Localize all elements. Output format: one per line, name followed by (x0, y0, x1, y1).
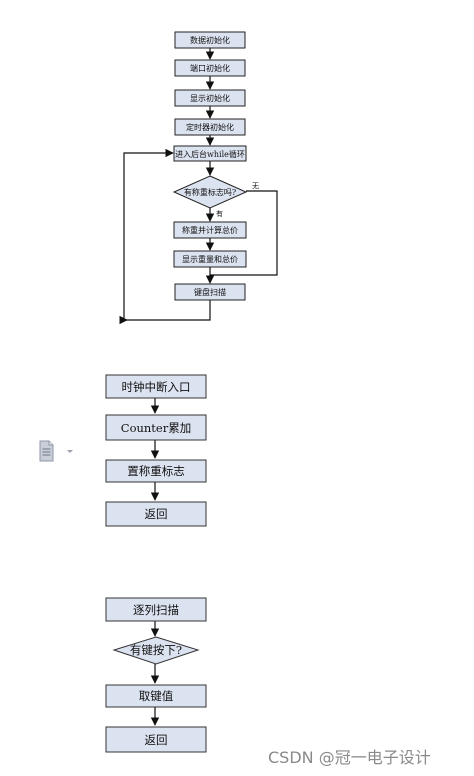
decision-weigh-flag: 有称重标志吗? (172, 175, 248, 209)
svg-text:返回: 返回 (145, 507, 168, 521)
svg-text:有称重标志吗?: 有称重标志吗? (184, 187, 236, 197)
node-timer-init: 定时器初始化 (174, 118, 246, 136)
node-counter-add: Counter累加 (105, 414, 207, 441)
node-while-loop: 进入后台while循环 (173, 145, 247, 162)
svg-text:称重并计算总价: 称重并计算总价 (182, 225, 238, 235)
node-port-init: 端口初始化 (174, 59, 246, 77)
svg-text:数据初始化: 数据初始化 (190, 35, 230, 45)
main-program-flowchart: 数据初始化 端口初始化 显示初始化 定时器初始化 进入后台while循环 有称重… (119, 31, 278, 325)
node-get-key: 取键值 (105, 684, 207, 708)
label-no: 无 (252, 182, 259, 190)
node-return-1: 返回 (105, 501, 207, 527)
node-interrupt-entry: 时钟中断入口 (105, 374, 207, 399)
svg-text:定时器初始化: 定时器初始化 (186, 122, 234, 132)
node-return-2: 返回 (105, 726, 207, 753)
timer-interrupt-flowchart: 时钟中断入口 Counter累加 置称重标志 返回 (105, 374, 207, 527)
decision-key-pressed: 有键按下? (112, 636, 200, 665)
node-display-init: 显示初始化 (174, 89, 246, 107)
svg-text:返回: 返回 (145, 733, 168, 747)
svg-text:时钟中断入口: 时钟中断入口 (122, 380, 191, 394)
key-scan-flowchart: 逐列扫描 有键按下? 取键值 返回 (105, 597, 207, 753)
node-show-weight: 显示重量和总价 (173, 250, 247, 268)
svg-text:显示重量和总价: 显示重量和总价 (182, 254, 238, 264)
svg-text:进入后台while循环: 进入后台while循环 (175, 149, 245, 159)
svg-text:有键按下?: 有键按下? (130, 643, 182, 657)
document-icon[interactable] (38, 440, 78, 466)
svg-text:取键值: 取键值 (139, 689, 174, 703)
svg-text:置称重标志: 置称重标志 (127, 464, 185, 478)
node-data-init: 数据初始化 (174, 31, 246, 49)
label-yes: 有 (216, 209, 223, 218)
watermark: CSDN @冠一电子设计 (268, 748, 431, 767)
svg-text:Counter累加: Counter累加 (121, 421, 191, 435)
node-set-weigh-flag: 置称重标志 (105, 459, 207, 483)
svg-text:逐列扫描: 逐列扫描 (133, 603, 179, 617)
node-weigh-calc: 称重并计算总价 (173, 221, 247, 239)
chevron-down-icon (67, 450, 73, 453)
node-key-scan: 键盘扫描 (174, 283, 246, 301)
svg-text:键盘扫描: 键盘扫描 (194, 287, 226, 297)
node-column-scan: 逐列扫描 (105, 597, 207, 622)
svg-text:端口初始化: 端口初始化 (190, 63, 230, 73)
svg-text:显示初始化: 显示初始化 (190, 93, 230, 103)
